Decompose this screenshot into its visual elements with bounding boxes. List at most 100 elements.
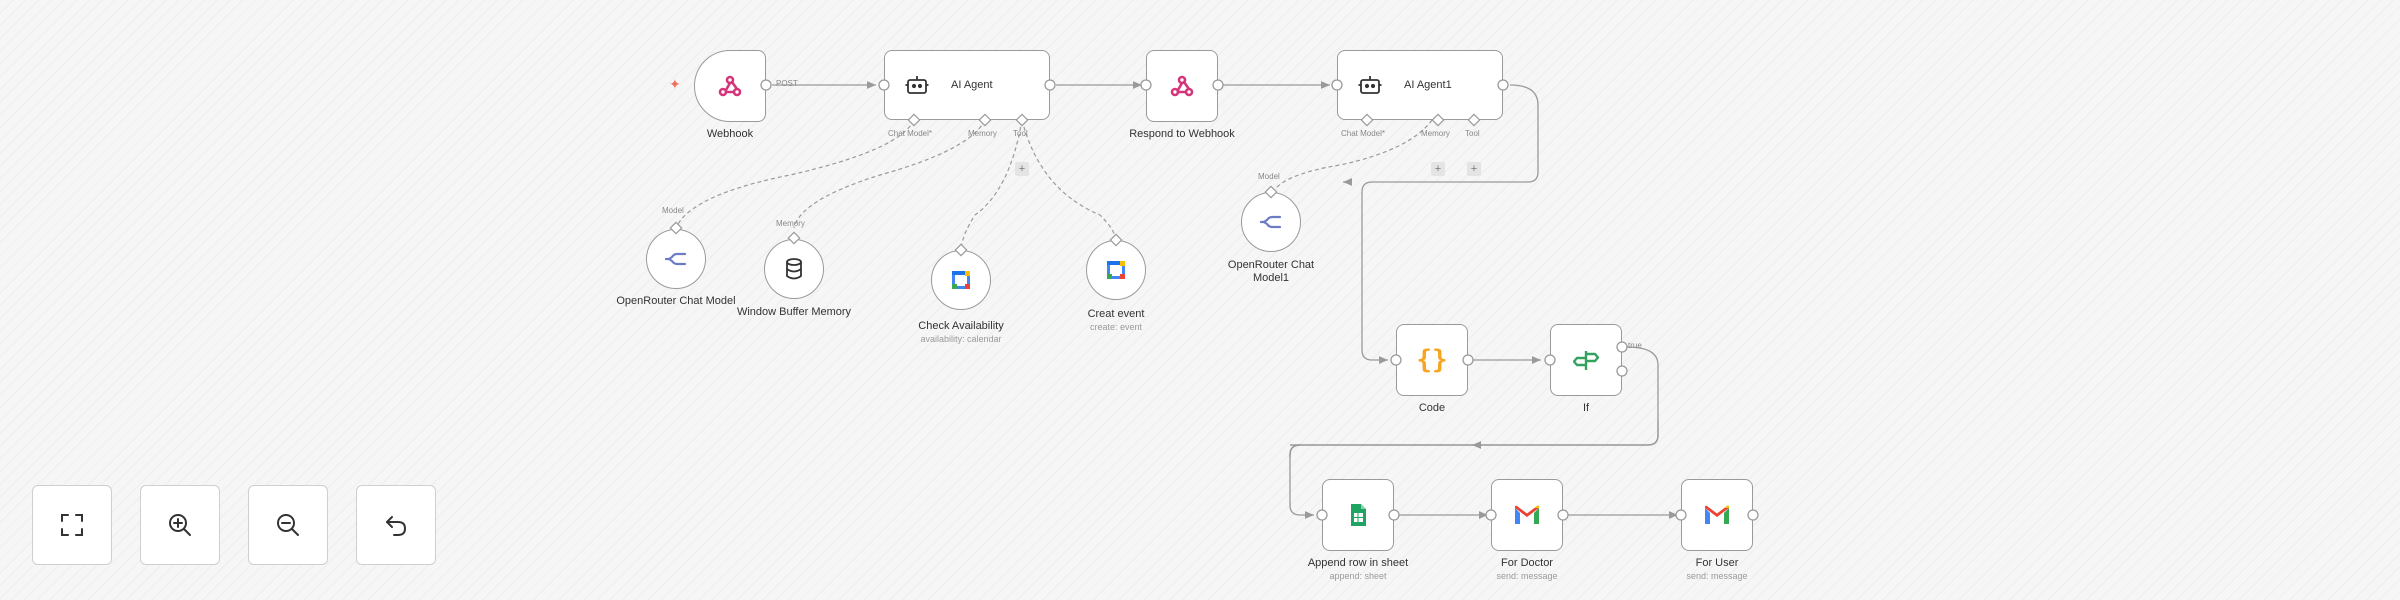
robot-icon [905,76,929,94]
if-signpost-icon [1573,351,1599,370]
gmail-icon [1705,505,1729,524]
for-user-label: For User [1695,557,1739,569]
port-handle [1747,509,1759,521]
sub-wire-agent1-model [1270,119,1433,197]
port-handle [1212,79,1224,91]
append-row-in-sheet-label: Append row in sheet [1307,557,1409,569]
sub-port-handle [954,243,968,257]
ai-agent1-node[interactable]: AI Agent1 [1337,50,1503,120]
port-handle [1675,509,1687,521]
for-user-subtitle: send: message [1686,571,1748,581]
fit-view-button[interactable] [32,485,112,565]
zoom-out-button[interactable] [248,485,328,565]
port-handle [878,79,890,91]
check-availability-label: Check Availability [918,320,1004,332]
port-handle [1388,509,1400,521]
webhook-node[interactable] [694,50,766,122]
zoom-out-icon [277,514,299,536]
ai-agent-memory-port: Memory [968,129,997,138]
ai-agent1-add-memory-button[interactable]: + [1431,162,1445,176]
port-handle [1316,509,1328,521]
sub-wire-tool-create [1021,119,1117,241]
creat-event-node[interactable] [1086,240,1146,300]
wire-agent1-code [1361,84,1539,364]
port-handle [1497,79,1509,91]
webhook-post-port-label: POST [776,79,798,88]
ai-agent-node[interactable]: AI Agent [884,50,1050,120]
database-icon [786,258,802,280]
creat-event-label: Creat event [1087,308,1145,320]
openrouter-icon [1260,215,1282,229]
openrouter-icon [665,252,687,266]
append-row-in-sheet-node[interactable] [1322,479,1394,551]
port-handle [760,79,772,91]
window-buffer-memory-node[interactable] [764,239,824,299]
trigger-star-icon: ✦ [669,76,681,92]
fit-view-icon [61,514,83,536]
sub-wire-tool-check [960,119,1023,251]
window-buffer-memory-port: Memory [776,219,805,228]
sub-port-handle [669,221,683,235]
ai-agent-title: AI Agent [951,79,993,91]
ai-agent1-add-tool-button[interactable]: + [1467,162,1481,176]
for-doctor-label: For Doctor [1501,557,1553,569]
port-handle [1044,79,1056,91]
zoom-in-button[interactable] [140,485,220,565]
google-sheets-icon [1351,504,1366,526]
webhook-icon [1170,75,1194,97]
sub-port-handle [907,113,921,127]
openrouter-chat-model1-label: OpenRouter Chat Model1 [1227,259,1315,284]
respond-to-webhook-node[interactable] [1146,50,1218,122]
ai-agent-add-tool-button[interactable]: + [1015,162,1029,176]
code-braces-icon: {} [1416,345,1448,375]
openrouter1-model-port: Model [1258,172,1280,181]
creat-event-subtitle: create: event [1089,322,1143,332]
port-handle [1616,365,1628,377]
reset-zoom-button[interactable] [356,485,436,565]
sub-port-handle [978,113,992,127]
code-label: Code [1418,402,1446,414]
for-doctor-subtitle: send: message [1496,571,1558,581]
check-availability-subtitle: availability: calendar [920,334,1002,344]
code-node[interactable]: {} [1396,324,1468,396]
respond-to-webhook-label: Respond to Webhook [1129,128,1235,140]
sub-port-handle [1264,185,1278,199]
sub-wire-memory [793,119,986,229]
append-row-in-sheet-subtitle: append: sheet [1329,571,1387,581]
gmail-icon [1515,505,1539,524]
for-user-node[interactable] [1681,479,1753,551]
sub-port-handle [787,231,801,245]
window-buffer-memory-label: Window Buffer Memory [736,306,852,318]
port-handle [1616,341,1628,353]
openrouter-model-port: Model [662,206,684,215]
sub-port-handle [1109,233,1123,247]
wire-if-append-path [1289,434,1659,519]
zoom-in-icon [169,514,191,536]
webhook-icon [718,75,742,97]
if-node[interactable] [1550,324,1622,396]
sub-port-handle [1467,113,1481,127]
google-calendar-icon [1107,261,1125,279]
if-true-port-label: true [1628,341,1642,350]
port-handle [1331,79,1343,91]
ai-agent1-memory-port: Memory [1421,129,1450,138]
ai-agent-tool-port: Tool [1013,129,1028,138]
google-calendar-icon [952,271,970,289]
if-label: If [1582,402,1590,414]
sub-port-handle [1015,113,1029,127]
openrouter-chat-model-node[interactable] [646,229,706,289]
check-availability-node[interactable] [931,250,991,310]
webhook-label: Webhook [706,128,754,140]
ai-agent1-chat-model-port: Chat Model* [1341,129,1386,138]
port-handle [1390,354,1402,366]
robot-icon [1358,76,1382,94]
openrouter-chat-model-label: OpenRouter Chat Model [616,295,736,307]
undo-icon [386,516,406,536]
sub-port-handle [1431,113,1445,127]
ai-agent-chat-model-port: Chat Model* [888,129,933,138]
ai-agent1-tool-port: Tool [1465,129,1480,138]
port-handle [1462,354,1474,366]
sub-port-handle [1360,113,1374,127]
